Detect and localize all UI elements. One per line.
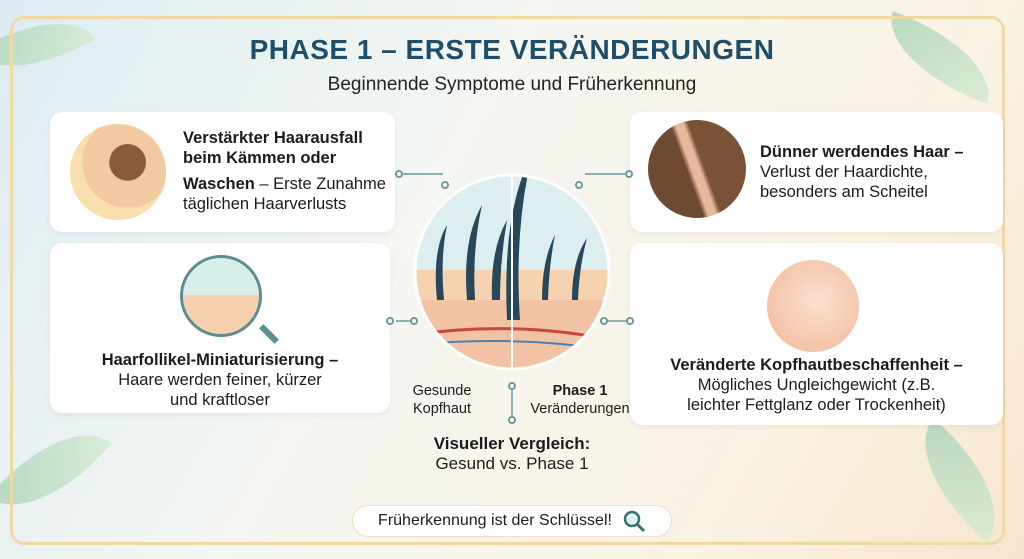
scalp-parting-icon [648,120,746,218]
connector-dot [386,317,394,325]
magnifier-icon [623,510,646,533]
connector-dot [600,317,608,325]
scalp-texture-icon [767,260,859,352]
comparison-title: Visueller Vergleich: [433,434,591,453]
connector-line [604,320,628,322]
connector-dot [508,416,516,424]
card-hair-loss: Verstärkter Haarausfall beim Kämmen oder… [50,112,395,232]
connector-dot [410,317,418,325]
connector-dot [626,317,634,325]
phase1-sub-label: Veränderungen [530,401,630,417]
card-thinning-hair: Dünner werdendes Haar – Verlust der Haar… [630,112,1003,232]
connector-line [585,173,625,175]
card-text: – Erste Zunahme täglichen Haarverlusts [183,175,386,213]
card-text: Haare werden feiner, kürzer und kraftlos… [118,371,322,409]
card-title: Verstärkter Haarausfall beim Kämmen oder [183,129,363,167]
card-title: Dünner werdendes Haar – [760,143,964,161]
footer-text: Früherkennung ist der Schlüssel! [378,512,612,529]
connector-dot [575,181,583,189]
connector-dot [441,181,449,189]
connector-line [511,390,513,420]
healthy-scalp-label: Gesunde Kopfhaut [412,383,472,417]
connector-dot [395,170,403,178]
card-text: Verlust der Haardichte, besonders am Sch… [760,163,928,201]
magnifier-follicle-icon [180,255,262,337]
comparison-subtitle: Gesund vs. Phase 1 [435,454,589,473]
card-miniaturization: Haarfollikel-Miniaturisierung – Haare we… [50,243,390,413]
card-title-cont: Waschen [183,175,255,193]
magnifier-handle [259,324,279,344]
page-subtitle: Beginnende Symptome und Früherkennung [327,74,697,95]
connector-line [396,320,416,322]
footer-banner: Früherkennung ist der Schlüssel! [352,505,672,537]
connector-line [403,173,443,175]
frame-border [10,16,1005,545]
hand-holding-hair-icon [70,124,166,220]
card-title: Haarfollikel-Miniaturisierung – [101,351,339,369]
connector-dot [625,170,633,178]
scalp-comparison-illustration [413,173,611,371]
phase1-label: Phase 1 [552,383,608,399]
connector-dot [508,382,516,390]
card-title: Veränderte Kopfhautbeschaffenheit – [670,356,963,374]
page-title: PHASE 1 – ERSTE VERÄNDERUNGEN [249,34,775,65]
card-text: Mögliches Ungleichgewicht (z.B. leichter… [687,376,946,414]
card-scalp-texture: Veränderte Kopfhautbeschaffenheit – Mögl… [630,243,1003,425]
